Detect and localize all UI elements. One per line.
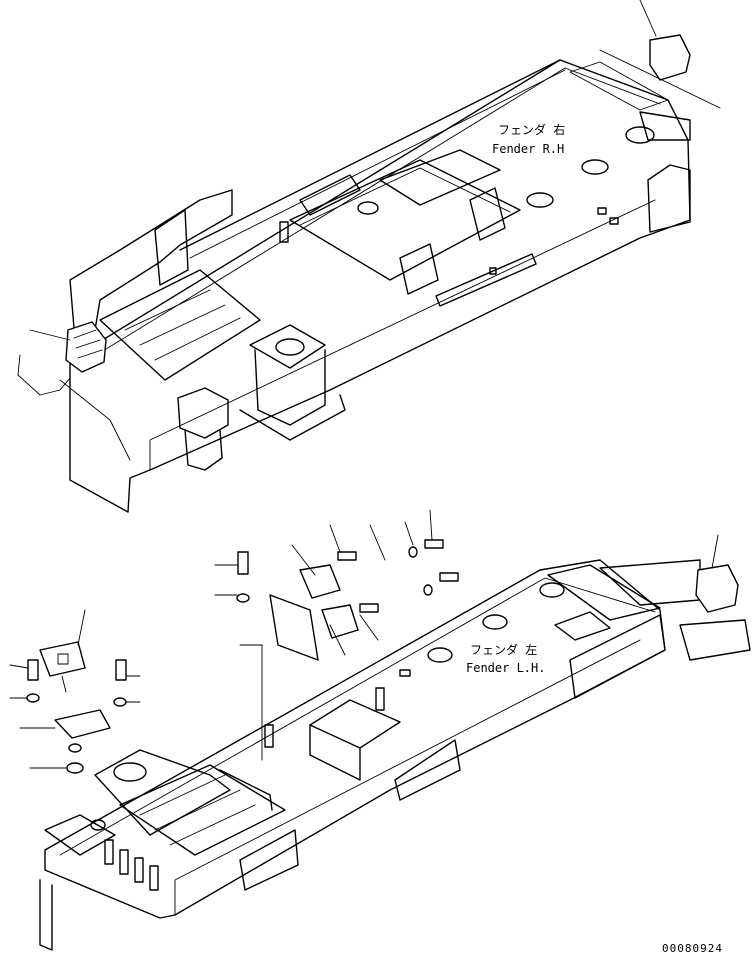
- upper-right-work-lamp: [639, 0, 691, 81]
- lower-left-work-lamp: [39, 641, 86, 693]
- lower-fender-assembly: [39, 534, 751, 951]
- lower-fender-deck-outline: [44, 559, 666, 919]
- upper-left-work-lamp: [29, 321, 107, 373]
- fender-rh-en-label: Fender R.H: [492, 142, 564, 156]
- drawing-code: 00080924: [662, 942, 723, 955]
- lower-hardware-group: [26, 539, 459, 774]
- fender-lh-en-label: Fender L.H.: [466, 661, 545, 675]
- lower-right-work-lamp: [679, 534, 751, 661]
- leader-lines: [9, 509, 433, 769]
- lower-seat-frame: [94, 749, 231, 836]
- fender-rh-jp-label: フェンダ 右: [498, 122, 565, 137]
- upper-fender-deck-outline: [69, 59, 691, 513]
- fender-lh-jp-label: フェンダ 左: [470, 642, 537, 657]
- upper-fender-assembly: [17, 0, 721, 513]
- upper-center-bracket: [289, 159, 521, 281]
